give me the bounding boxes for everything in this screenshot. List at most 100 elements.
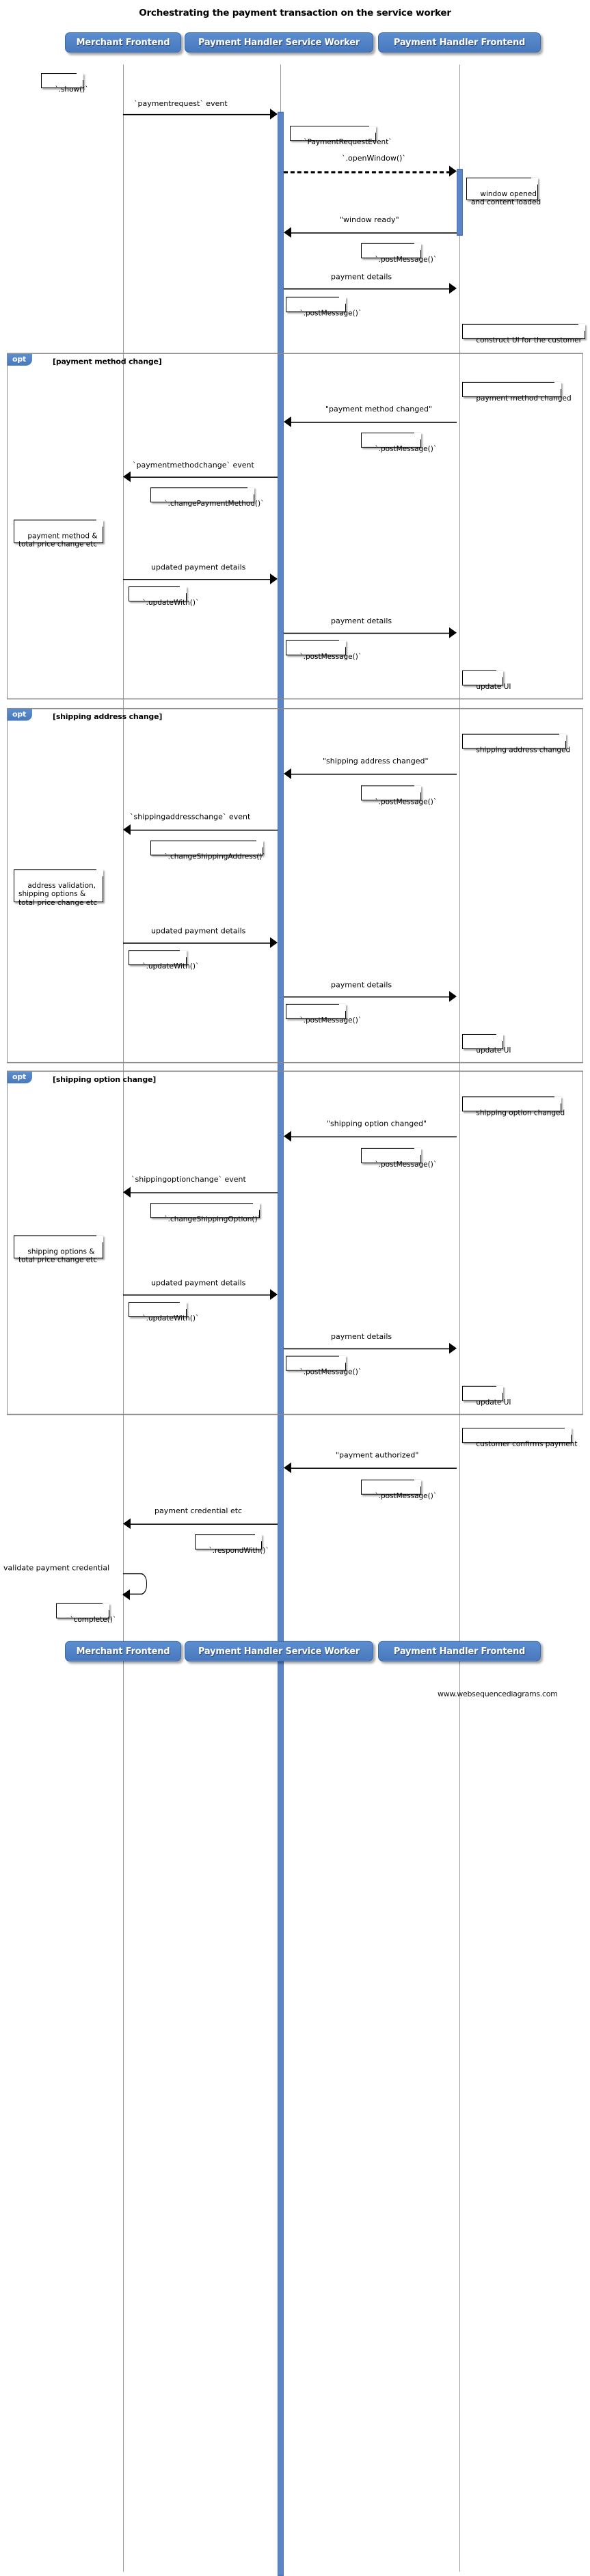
message-label-m7: updated payment details	[151, 562, 246, 572]
note-change-payment-method: `.changePaymentMethod()`	[150, 487, 264, 508]
note-text: `.postMessage()`	[375, 255, 438, 264]
arrowhead-m14	[123, 1187, 131, 1198]
note-shipping-options-total-price: shipping options & total price change et…	[14, 1235, 103, 1264]
message-label-m16: payment details	[331, 1332, 392, 1342]
actor-payment-handler-bottom[interactable]: Payment Handler Frontend	[378, 1640, 541, 1662]
note-update-with-3: `.updateWith()`	[129, 1301, 199, 1322]
note-fold-icon	[180, 586, 187, 594]
message-line-m5	[291, 422, 457, 423]
note-text: `.updateWith()`	[142, 1314, 200, 1323]
note-fold-icon	[414, 1479, 421, 1487]
message-line-m4	[284, 288, 451, 290]
fragment-condition-1: [payment method change]	[53, 357, 162, 366]
arrowhead-m6	[123, 471, 131, 483]
note-text: address validation, shipping options & t…	[18, 881, 98, 907]
arrowhead-m12	[449, 990, 457, 1002]
note-fold-icon	[256, 840, 263, 848]
actor-label: Payment Handler Service Worker	[198, 37, 360, 48]
note-text: shipping options & total price change et…	[18, 1247, 98, 1264]
note-text: `.postMessage()`	[299, 309, 362, 318]
lifeline-merchant	[123, 64, 124, 2572]
actor-service-worker-bottom[interactable]: Payment Handler Service Worker	[185, 1640, 373, 1662]
actor-merchant-frontend-bottom[interactable]: Merchant Frontend	[65, 1640, 181, 1662]
actor-label: Payment Handler Frontend	[393, 37, 526, 48]
message-label-m4: payment details	[331, 272, 392, 282]
note-shipping-address-changed: shipping address changed	[462, 733, 570, 754]
activation-payment-handler	[457, 169, 463, 236]
arrowhead-m5	[284, 416, 291, 428]
arrowhead-m1	[270, 109, 278, 120]
note-update-ui-1: update UI	[462, 670, 511, 690]
fragment-shipping-address-change	[7, 707, 583, 1063]
message-label-m3: "window ready"	[340, 215, 399, 224]
note-text: `.postMessage()`	[299, 1368, 362, 1377]
note-fold-icon	[339, 1355, 346, 1363]
note-fold-icon	[96, 869, 103, 877]
note-fold-icon	[339, 297, 346, 304]
arrowhead-m10	[123, 824, 131, 835]
actor-label: Payment Handler Service Worker	[198, 1646, 360, 1657]
actor-service-worker-top[interactable]: Payment Handler Service Worker	[185, 32, 373, 53]
note-show: `.show()`	[41, 73, 89, 94]
note-post-message-1: `.postMessage()`	[361, 243, 437, 263]
note-post-message-4: `.postMessage()`	[286, 640, 362, 660]
note-text: `.updateWith()`	[142, 598, 200, 607]
message-label-m18: payment credential etc	[155, 1506, 243, 1516]
arrowhead-m4	[449, 283, 457, 294]
arrowhead-m8	[449, 627, 457, 638]
arrowhead-m9	[284, 768, 291, 779]
note-fold-icon	[180, 950, 187, 958]
note-address-validation: address validation, shipping options & t…	[14, 869, 103, 907]
message-label-m15: updated payment details	[151, 1278, 246, 1288]
note-fold-icon	[103, 1603, 109, 1610]
note-text: `.changeShippingOption()`	[164, 1215, 261, 1223]
message-line-m12	[284, 996, 451, 998]
fragment-operator-opt-2: opt	[8, 709, 33, 721]
note-fold-icon	[531, 177, 538, 185]
arrowhead-m16	[449, 1342, 457, 1354]
note-fold-icon	[565, 1428, 572, 1435]
message-line-m15	[123, 1294, 270, 1296]
note-construct-ui: construct UI for the customer	[462, 323, 585, 344]
note-text: `.postMessage()`	[299, 652, 362, 661]
note-fold-icon	[414, 432, 421, 439]
actor-payment-handler-top[interactable]: Payment Handler Frontend	[378, 32, 541, 53]
arrowhead-m13	[284, 1130, 291, 1142]
note-respond-with: `.respondWith()`	[195, 1534, 269, 1555]
message-label-m9: "shipping address changed"	[323, 756, 429, 765]
note-text: window opened and content loaded	[471, 189, 541, 206]
note-post-message-8: `.postMessage()`	[286, 1355, 362, 1376]
note-change-shipping-option: `.changeShippingOption()`	[150, 1203, 261, 1223]
note-post-message-7: `.postMessage()`	[361, 1148, 437, 1168]
fragment-operator-opt-3: opt	[8, 1072, 33, 1084]
note-fold-icon	[255, 1534, 262, 1542]
credit-link[interactable]: www.websequencediagrams.com	[438, 1689, 558, 1698]
note-fold-icon	[496, 1033, 503, 1041]
note-fold-icon	[554, 381, 561, 389]
note-post-message-2: `.postMessage()`	[286, 297, 362, 317]
note-post-message-6: `.postMessage()`	[286, 1003, 362, 1024]
fragment-operator-label: opt	[12, 709, 27, 719]
note-payment-request-event: `PaymentRequestEvent`	[290, 126, 392, 146]
note-change-shipping-address: `.changeShippingAddress()`	[150, 840, 266, 860]
note-fold-icon	[339, 640, 346, 647]
note-text: customer confirms payment	[476, 1439, 578, 1448]
message-label-m5: "payment method changed"	[325, 404, 433, 413]
note-text: `.changePaymentMethod()`	[164, 499, 265, 508]
arrowhead-m3	[284, 227, 291, 238]
message-label-m19: validate payment credential	[3, 1563, 110, 1573]
message-line-m8	[284, 632, 451, 634]
note-fold-icon	[414, 1148, 421, 1155]
note-fold-icon	[253, 1203, 260, 1210]
arrowhead-m11	[270, 937, 278, 949]
message-line-m13	[291, 1136, 457, 1138]
note-fold-icon	[578, 323, 585, 331]
note-post-message-3: `.postMessage()`	[361, 432, 437, 452]
message-line-m10	[131, 829, 278, 831]
note-fold-icon	[369, 126, 376, 133]
fragment-condition-2: [shipping address change]	[53, 712, 163, 722]
fragment-payment-method-change	[7, 353, 583, 700]
message-label-m10: `shippingaddresschange` event	[130, 812, 251, 822]
arrowhead-m17	[284, 1462, 291, 1474]
actor-merchant-frontend-top[interactable]: Merchant Frontend	[65, 32, 181, 53]
